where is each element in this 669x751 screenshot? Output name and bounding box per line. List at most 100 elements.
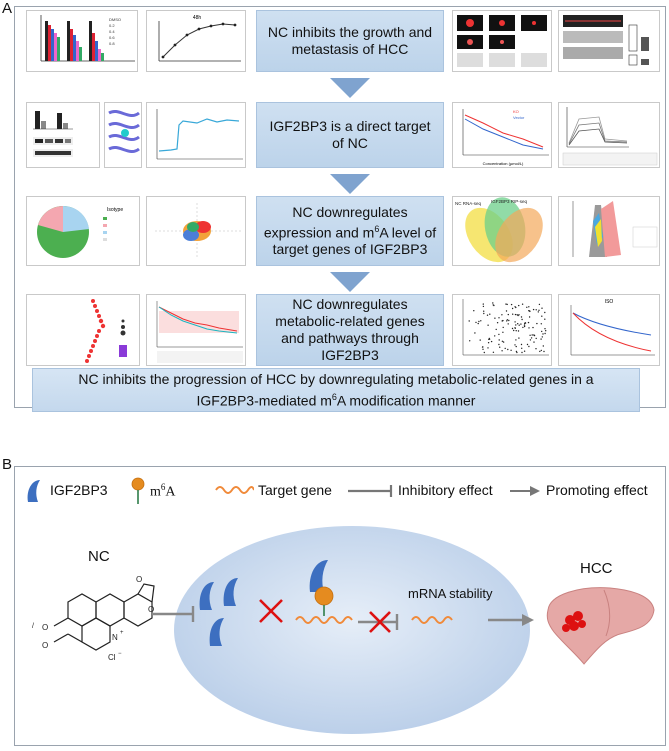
- scatter-point: [528, 316, 531, 318]
- scatter-point: [483, 310, 485, 312]
- scatter-point: [521, 347, 523, 349]
- igf2bp3-protein-cluster: [199, 578, 238, 646]
- scatter-point: [532, 326, 534, 329]
- scatter-point: [535, 337, 537, 340]
- scatter-point: [535, 309, 537, 311]
- scatter-point: [492, 302, 494, 304]
- tumor-imaging-thumbnail: [452, 10, 552, 72]
- scatter-point: [507, 313, 509, 316]
- scatter-point: [496, 322, 499, 324]
- scatter-point: [481, 346, 484, 348]
- scatter-point: [517, 314, 519, 317]
- scatter-point: [530, 337, 533, 339]
- scatter-point: [502, 331, 504, 333]
- survival-curve-thumbnail: [146, 294, 246, 366]
- legend-m6a-label: m6A: [150, 482, 176, 500]
- scatter-point: [518, 337, 520, 339]
- scatter-point: [531, 334, 533, 336]
- scatter-point: [544, 328, 546, 330]
- scatter-point: [537, 311, 539, 313]
- panel-label-a: A: [2, 0, 13, 17]
- scatter-point: [494, 335, 496, 337]
- rip-volcano-thumbnail: [558, 196, 660, 266]
- scatter-point: [480, 320, 482, 322]
- scatter-point: [515, 324, 517, 326]
- scatter-point: [518, 304, 520, 307]
- scatter-point: [535, 348, 537, 350]
- scatter-point: [542, 345, 544, 347]
- scatter-point: [501, 350, 503, 352]
- venn-label-2: IGF2BP3 RIP-seq: [491, 199, 528, 204]
- volcano-scatter-thumbnail: [146, 196, 246, 266]
- legend-igf2bp3-label: IGF2BP3: [50, 482, 108, 498]
- scatter-point: [533, 334, 535, 336]
- thumb-48h-title: 48h: [193, 15, 202, 21]
- svg-text:O: O: [42, 641, 48, 650]
- svg-text:/: /: [32, 623, 34, 630]
- scatter-point: [506, 320, 508, 322]
- scatter-point: [524, 322, 526, 324]
- flow-arrow-1: [330, 78, 370, 98]
- svg-text:0.8: 0.8: [109, 41, 115, 46]
- legend-target-gene-label: Target gene: [258, 482, 332, 498]
- scatter-point: [528, 327, 530, 329]
- blocked-x-mark-1: [259, 599, 283, 623]
- venn-diagram-thumbnail: NC RNA-seq IGF2BP3 RIP-seq: [452, 196, 552, 266]
- scatter-point: [489, 313, 491, 315]
- scatter-point: [494, 317, 496, 319]
- scatter-point: [514, 327, 516, 329]
- legend-promoting-label: Promoting effect: [546, 482, 648, 498]
- scatter-point: [473, 310, 475, 312]
- scatter-point: [526, 343, 529, 346]
- scatter-point: [506, 319, 509, 321]
- scatter-point: [477, 322, 479, 325]
- scatter-point: [486, 314, 489, 316]
- scatter-point: [544, 318, 546, 320]
- liver-illustration: [546, 587, 655, 665]
- blocked-x-mark-2: [369, 611, 391, 633]
- scatter-point: [482, 348, 484, 350]
- scatter-point: [498, 343, 500, 346]
- isotype-pie-chart: Isotype: [26, 196, 140, 266]
- scatter-point: [487, 342, 490, 344]
- venn-label-1: NC RNA-seq: [455, 201, 482, 206]
- scatter-point: [542, 333, 544, 335]
- svg-text:+: +: [120, 630, 124, 636]
- thumb-concentration-xlabel: Concentration (µmol/L): [483, 161, 524, 166]
- svg-text:0.6: 0.6: [109, 35, 115, 40]
- scatter-point: [492, 304, 494, 306]
- pathway-dotplot-thumbnail: [26, 294, 140, 366]
- scatter-point: [540, 338, 542, 340]
- scatter-point: [502, 319, 504, 322]
- scatter-point: [539, 350, 541, 353]
- scatter-point: [520, 323, 522, 325]
- scatter-point: [478, 320, 480, 323]
- hcc-label: HCC: [580, 560, 613, 577]
- svg-text:O: O: [136, 575, 142, 584]
- n-plus-label: N: [112, 633, 118, 642]
- chloride-label: Cl: [108, 653, 116, 662]
- scatter-point: [541, 307, 543, 309]
- nc-molecule-structure: O O / N + Cl − O O: [32, 575, 155, 662]
- m6a-legend-icon: [131, 477, 145, 504]
- scatter-point: [532, 308, 535, 311]
- scatter-point: [482, 303, 484, 305]
- svg-text:O: O: [42, 623, 48, 632]
- scatter-point: [505, 310, 508, 312]
- scatter-point: [501, 340, 504, 342]
- scatter-point: [507, 348, 509, 351]
- scatter-point: [544, 311, 546, 314]
- scatter-point: [510, 303, 513, 306]
- scatter-point: [513, 329, 515, 332]
- scatter-point: [528, 306, 530, 308]
- scatter-point: [511, 327, 514, 330]
- scatter-point: [540, 323, 542, 325]
- step-4-box: NC downregulates metabolic-related genes…: [256, 294, 444, 366]
- step-2-text: IGF2BP3 is a direct target of NC: [269, 118, 431, 151]
- legend-ko: KO: [513, 109, 519, 114]
- igf2bp3-m6a-complex: [295, 560, 353, 624]
- scatter-point: [523, 324, 526, 326]
- scatter-point: [541, 336, 543, 338]
- scatter-point: [514, 313, 517, 316]
